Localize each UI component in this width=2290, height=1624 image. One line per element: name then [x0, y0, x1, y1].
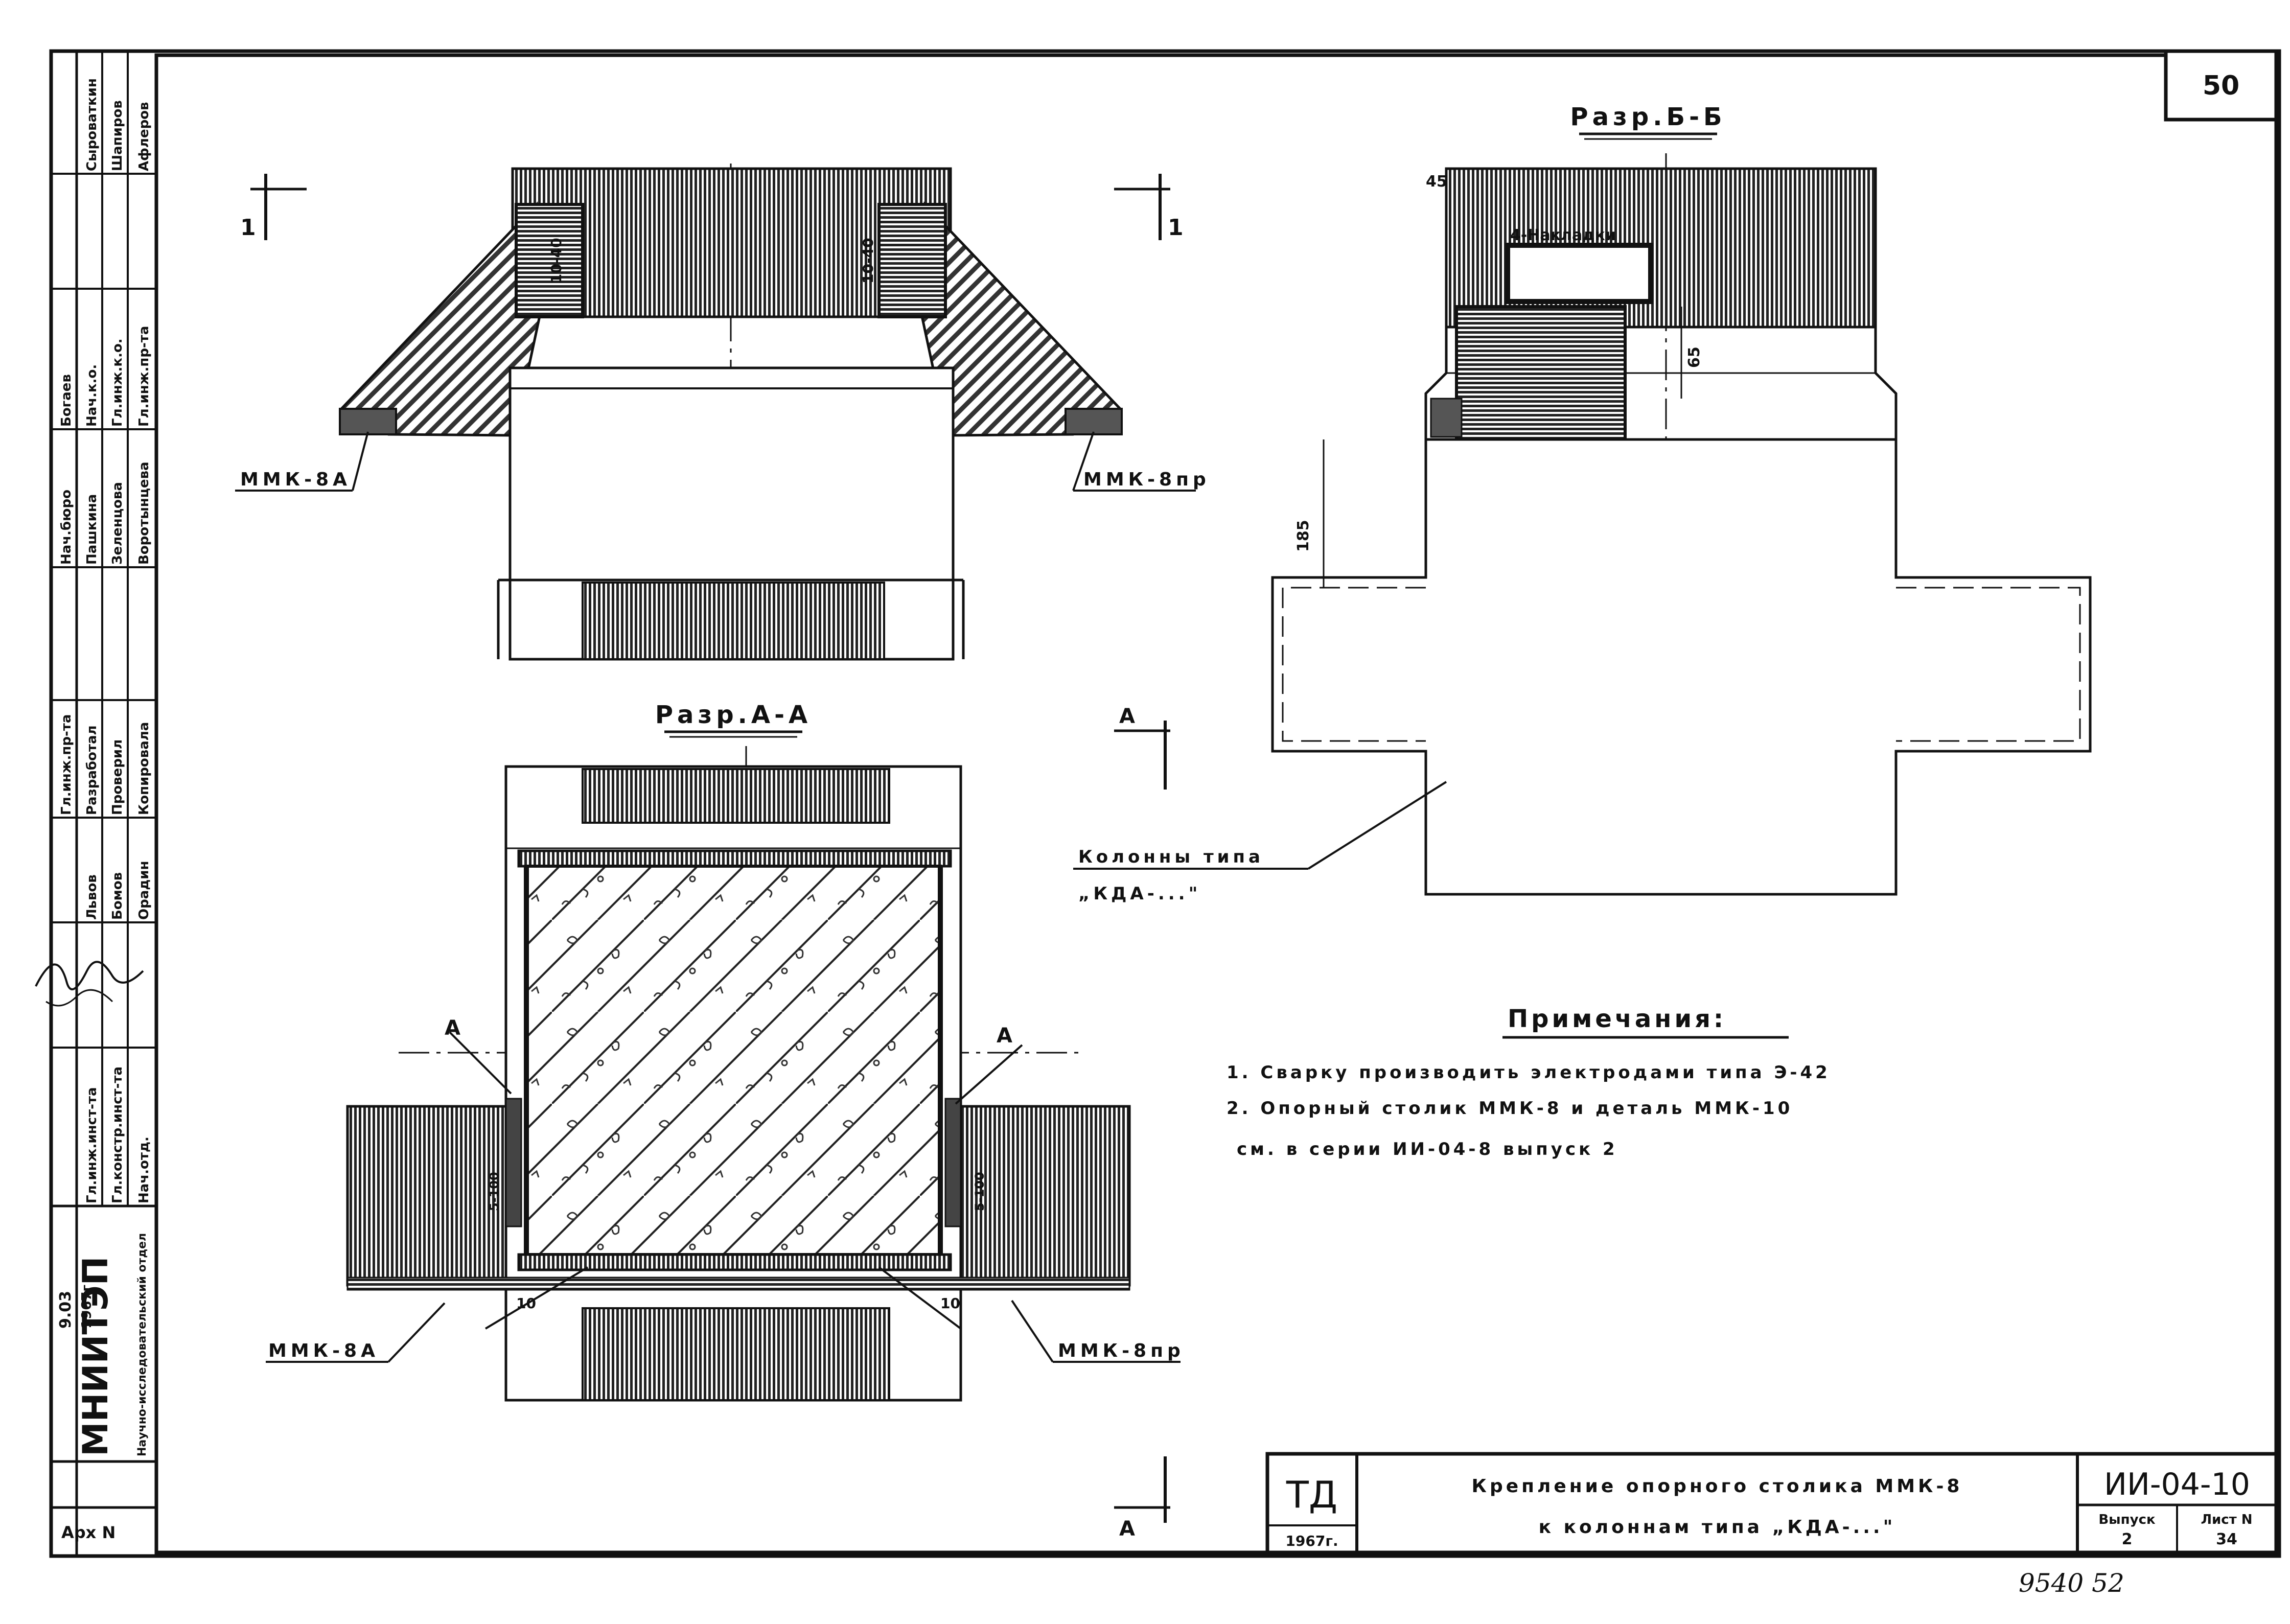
archive-number: Арх N	[61, 1523, 115, 1542]
strip-cell-6: Орадин	[136, 861, 152, 920]
weld-mark-right: А	[997, 1024, 1012, 1048]
dim-1040-left: 10-40	[548, 238, 565, 284]
cut-mark-a-top: А	[1119, 705, 1135, 728]
strip-cell-15: Богаев	[59, 374, 74, 427]
dim-185: 185	[1294, 520, 1312, 552]
left-strip: Гл.инж.инст-та Гл.констр.инст-та Нач.отд…	[35, 51, 156, 1556]
leader-weld-top: 4-Накладки	[1510, 226, 1616, 244]
notes-line-2: 2. Опорный столик ММК-8 и деталь ММК-10	[1227, 1098, 1793, 1119]
section-a-a-title: Разр.А-А	[655, 701, 812, 729]
strip-cell-10: Копировала	[136, 722, 152, 815]
dim-1040-right: 10-40	[860, 238, 876, 284]
label-mmk8a-bottom: ММК-8А	[268, 1340, 379, 1361]
cut-mark-a-bottom: А	[1119, 1517, 1135, 1541]
weld-mark-left: А	[445, 1016, 460, 1040]
notes-block: Примечания: 1. Сварку производить электр…	[1227, 1005, 1831, 1159]
dim-5100-right: 5-100	[973, 1172, 987, 1211]
strip-cell-20: Шапиров	[110, 100, 125, 171]
strip-cell-8: Разработал	[84, 725, 100, 815]
stamp-series: ИИ-04-10	[2104, 1467, 2250, 1502]
dim-5100-left: 5-100	[487, 1172, 501, 1211]
label-mmk8pr-bottom: ММК-8пр	[1058, 1340, 1185, 1361]
column-type-line2: „КДА-..."	[1078, 884, 1201, 904]
strip-cell-13: Зеленцова	[110, 482, 125, 565]
section-b-b-title: Разр.Б-Б	[1570, 103, 1726, 131]
stamp-title-line1: Крепление опорного столика ММК-8	[1472, 1476, 1963, 1497]
strip-cell-5: Бомов	[110, 872, 125, 920]
cut-mark-1-right: 1	[1168, 215, 1184, 241]
sheet-number: 50	[2203, 71, 2239, 101]
plan-view-top: 10-40 10-40 ММК-8А ММК-8пр 1 1	[235, 164, 1210, 661]
strip-cell-7: Гл.инж.пр-та	[59, 714, 74, 815]
sheet-frame	[49, 49, 2281, 1558]
strip-cell-12: Пашкина	[84, 494, 100, 565]
section-a-a: Разр.А-А 5-100 5-100 А А 10 10	[266, 701, 1185, 1541]
label-mmk8pr-top: ММК-8пр	[1083, 469, 1210, 490]
dim-10-left: 10	[516, 1295, 536, 1312]
strip-cell-11: Нач.бюро	[59, 490, 74, 565]
strip-cell-14: Воротынцева	[136, 461, 152, 565]
signature	[45, 989, 113, 1007]
dim-10-right: 10	[940, 1295, 960, 1312]
cut-mark-1-left: 1	[240, 215, 256, 241]
dim-45: 45	[1426, 173, 1447, 191]
strip-cell-3: Нач.отд.	[136, 1136, 152, 1203]
strip-cell-18: Гл.инж.пр-та	[136, 326, 152, 427]
stamp-sheet-value: 34	[2216, 1530, 2237, 1548]
stamp-title-line2: к колоннам типа „КДА-..."	[1539, 1517, 1896, 1538]
label-mmk8a-top: ММК-8А	[240, 469, 351, 490]
column-type-line1: Колонны типа	[1078, 847, 1264, 867]
stamp-issue-value: 2	[2122, 1530, 2133, 1548]
notes-line-3: см. в серии ИИ-04-8 выпуск 2	[1237, 1139, 1618, 1159]
strip-cell-1: Гл.инж.инст-та	[84, 1087, 100, 1204]
stamp-org: ТД	[1286, 1473, 1337, 1516]
strip-date-a: 9.03	[57, 1291, 75, 1329]
handwritten-number: 9540 52	[2019, 1568, 2124, 1598]
strip-cell-21: Афлеров	[136, 102, 152, 171]
notes-line-1: 1. Сварку производить электродами типа Э…	[1227, 1062, 1831, 1083]
strip-cell-9: Проверил	[110, 739, 125, 815]
department-name: Научно-исследовательский отдел	[136, 1233, 149, 1456]
strip-cell-2: Гл.констр.инст-та	[110, 1066, 125, 1203]
sheet-number-box: 50	[2164, 49, 2278, 122]
institute-name: МНИИТЭП	[76, 1256, 116, 1456]
strip-cell-16: Нач.к.о.	[84, 364, 100, 427]
stamp-year: 1967г.	[1285, 1533, 1338, 1549]
section-b-b: Разр.Б-Б 45 4-Накладки 65 185 Колонны ти…	[1073, 103, 2092, 904]
stamp-sheet-label: Лист N	[2201, 1512, 2252, 1527]
signature	[35, 961, 144, 990]
title-stamp: ТД 1967г. Крепление опорного столика ММК…	[1265, 1452, 2278, 1555]
strip-cell-19: Сыроваткин	[84, 78, 100, 171]
strip-cell-4: Львов	[84, 874, 100, 920]
strip-cell-17: Гл.инж.к.о.	[110, 338, 125, 427]
strip-date-b: 1967г	[79, 1285, 95, 1329]
notes-title: Примечания:	[1508, 1005, 1726, 1033]
dim-65: 65	[1685, 346, 1703, 368]
stamp-issue-label: Выпуск	[2098, 1512, 2156, 1527]
